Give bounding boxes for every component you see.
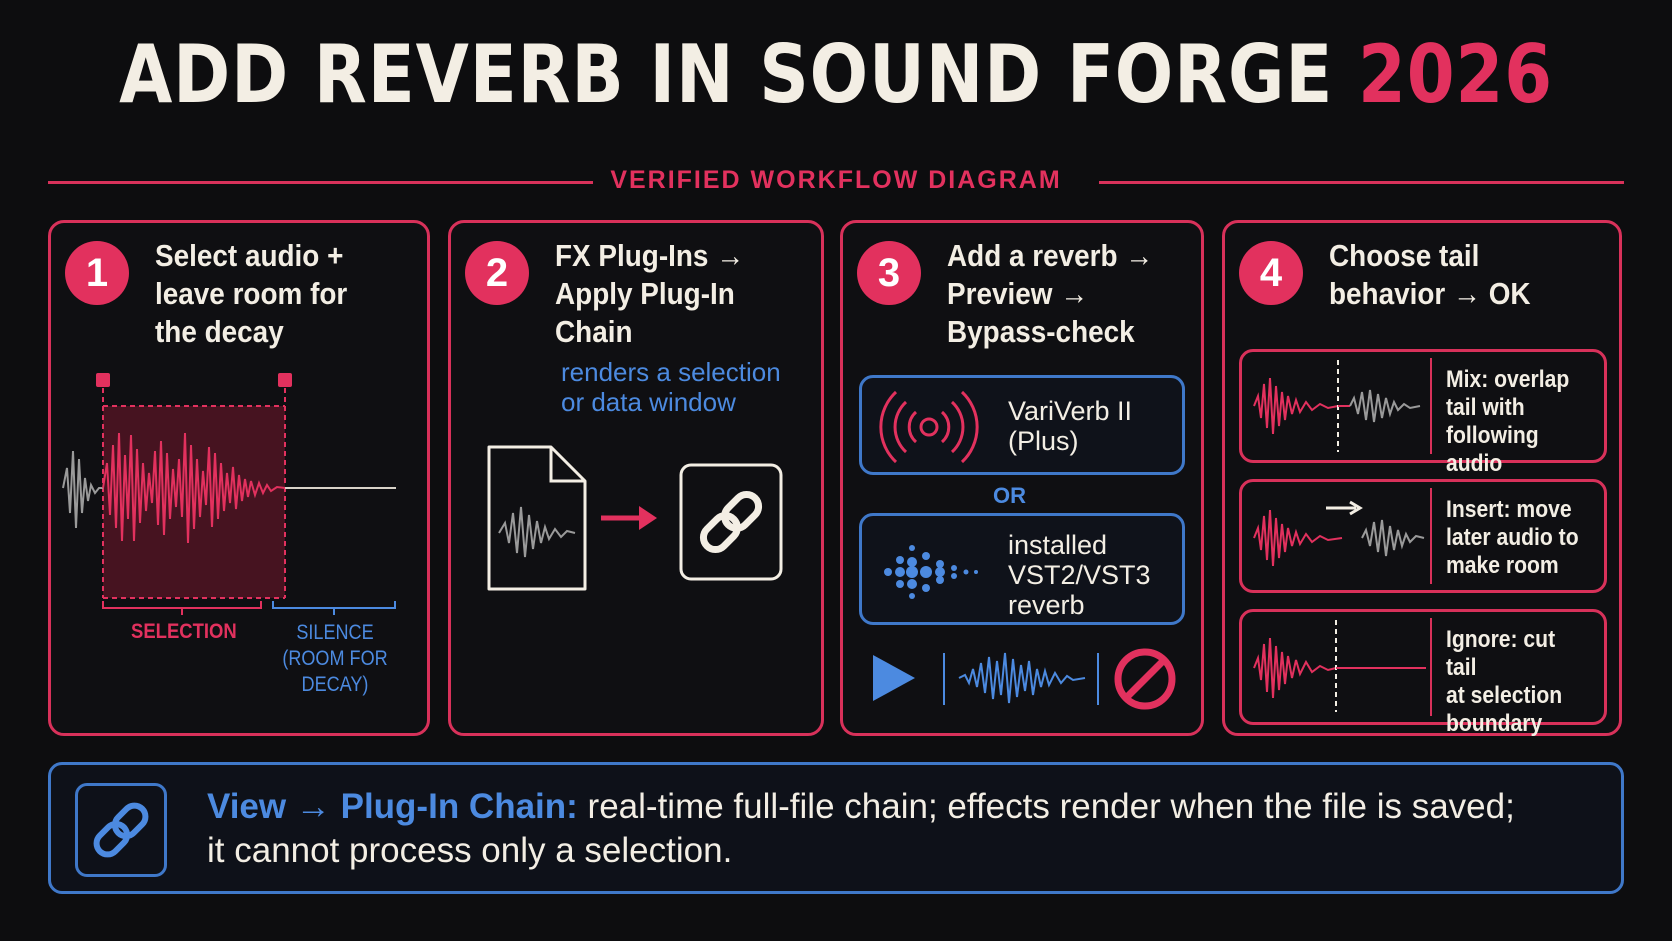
option-divider — [1430, 618, 1432, 716]
step-1-title: Select audio + leave room for the decay — [155, 238, 348, 349]
option-divider — [1430, 358, 1432, 454]
step-3-title: Add a reverb → Preview → Bypass-check — [947, 238, 1154, 349]
tail-option-ignore-label: Ignore: cut tail at selection boundary — [1446, 626, 1563, 737]
arrow-right-icon — [601, 506, 657, 530]
step-2-panel: 2 FX Plug-Ins → Apply Plug-In Chain rend… — [448, 220, 824, 736]
title-accent: 2026 — [1358, 28, 1553, 121]
footer-chain-label: Plug-In Chain: — [340, 787, 578, 826]
step-3-panel: 3 Add a reverb → Preview → Bypass-check … — [840, 220, 1204, 736]
silence-label-title: SILENCE — [296, 621, 374, 644]
step-2-badge: 2 — [465, 241, 529, 305]
step-1-badge: 1 — [65, 241, 129, 305]
subtitle-rule-right — [1099, 181, 1624, 184]
subtitle-rule-left — [48, 181, 593, 184]
variverb-label: VariVerb II (Plus) — [1008, 396, 1133, 456]
step-2-note: renders a selection or data window — [561, 357, 781, 417]
subtitle: VERIFIED WORKFLOW DIAGRAM — [610, 166, 1062, 194]
footer-text: View → Plug-In Chain: real-time full-fil… — [207, 785, 1607, 873]
ignore-tail-icon — [1253, 620, 1426, 712]
plugin-chain-note: View → Plug-In Chain: real-time full-fil… — [48, 762, 1624, 894]
option-divider — [1430, 488, 1432, 584]
page-title: ADD REVERB IN SOUND FORGE 2026 — [117, 28, 1555, 121]
dot-spray-icon — [884, 545, 978, 599]
tail-option-mix-label: Mix: overlap tail with following audio — [1446, 366, 1570, 477]
silence-label: SILENCE (ROOM FOR DECAY) — [271, 620, 398, 698]
transport-divider-2 — [1097, 653, 1099, 705]
step-4-title: Choose tail behavior → OK — [1329, 238, 1531, 311]
vst-reverb-option[interactable]: installed VST2/VST3 reverb — [859, 513, 1185, 625]
tail-option-insert-label: Insert: move later audio to make room — [1446, 496, 1579, 579]
mix-tail-icon — [1253, 360, 1421, 452]
selection-label: SELECTION — [131, 620, 237, 643]
or-label: OR — [993, 483, 1026, 508]
subtitle-row: VERIFIED WORKFLOW DIAGRAM — [48, 166, 1624, 196]
step-4-badge: 4 — [1239, 241, 1303, 305]
waveform-icon — [958, 652, 1086, 704]
chain-link-icon — [75, 783, 167, 877]
insert-tail-icon — [1253, 500, 1425, 567]
tail-option-mix[interactable]: Mix: overlap tail with following audio — [1239, 349, 1607, 477]
chain-link-icon — [679, 463, 783, 581]
tail-option-ignore[interactable]: Ignore: cut tail at selection boundary — [1239, 609, 1607, 737]
file-waveform-icon — [487, 445, 587, 591]
footer-line-1: real-time full-file chain; effects rende… — [587, 787, 1515, 826]
title-main: ADD REVERB IN SOUND FORGE — [119, 28, 1334, 121]
footer-view-label: View — [207, 787, 287, 826]
step-1-panel: 1 Select audio + leave room for the deca… — [48, 220, 430, 736]
step-2-title: FX Plug-Ins → Apply Plug-In Chain — [555, 238, 745, 349]
silence-label-sub: (ROOM FOR DECAY) — [282, 647, 388, 696]
broadcast-waves-icon — [879, 390, 979, 464]
footer-line-2: it cannot process only a selection. — [207, 831, 733, 870]
play-icon[interactable] — [871, 653, 917, 703]
footer-arrow: → — [295, 787, 331, 826]
tail-option-insert[interactable]: Insert: move later audio to make room — [1239, 479, 1607, 593]
step-3-badge: 3 — [857, 241, 921, 305]
selection-waveform-icon — [62, 373, 396, 615]
vst-reverb-label: installed VST2/VST3 reverb — [1008, 530, 1151, 620]
transport-divider-1 — [943, 653, 945, 705]
bypass-icon[interactable] — [1113, 647, 1177, 711]
variverb-option[interactable]: VariVerb II (Plus) — [859, 375, 1185, 475]
step-4-panel: 4 Choose tail behavior → OK Mix: overlap… — [1222, 220, 1622, 737]
